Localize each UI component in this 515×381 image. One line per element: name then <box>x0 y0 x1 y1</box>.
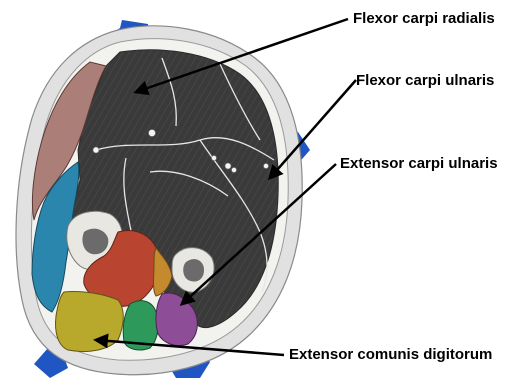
label-flexor-carpi-radialis: Flexor carpi radialis <box>353 11 495 26</box>
label-extensor-carpi-ulnaris: Extensor carpi ulnaris <box>340 156 498 171</box>
label-extensor-comunis-digitorum: Extensor comunis digitorum <box>289 347 492 362</box>
label-flexor-carpi-ulnaris: Flexor carpi ulnaris <box>356 73 494 88</box>
